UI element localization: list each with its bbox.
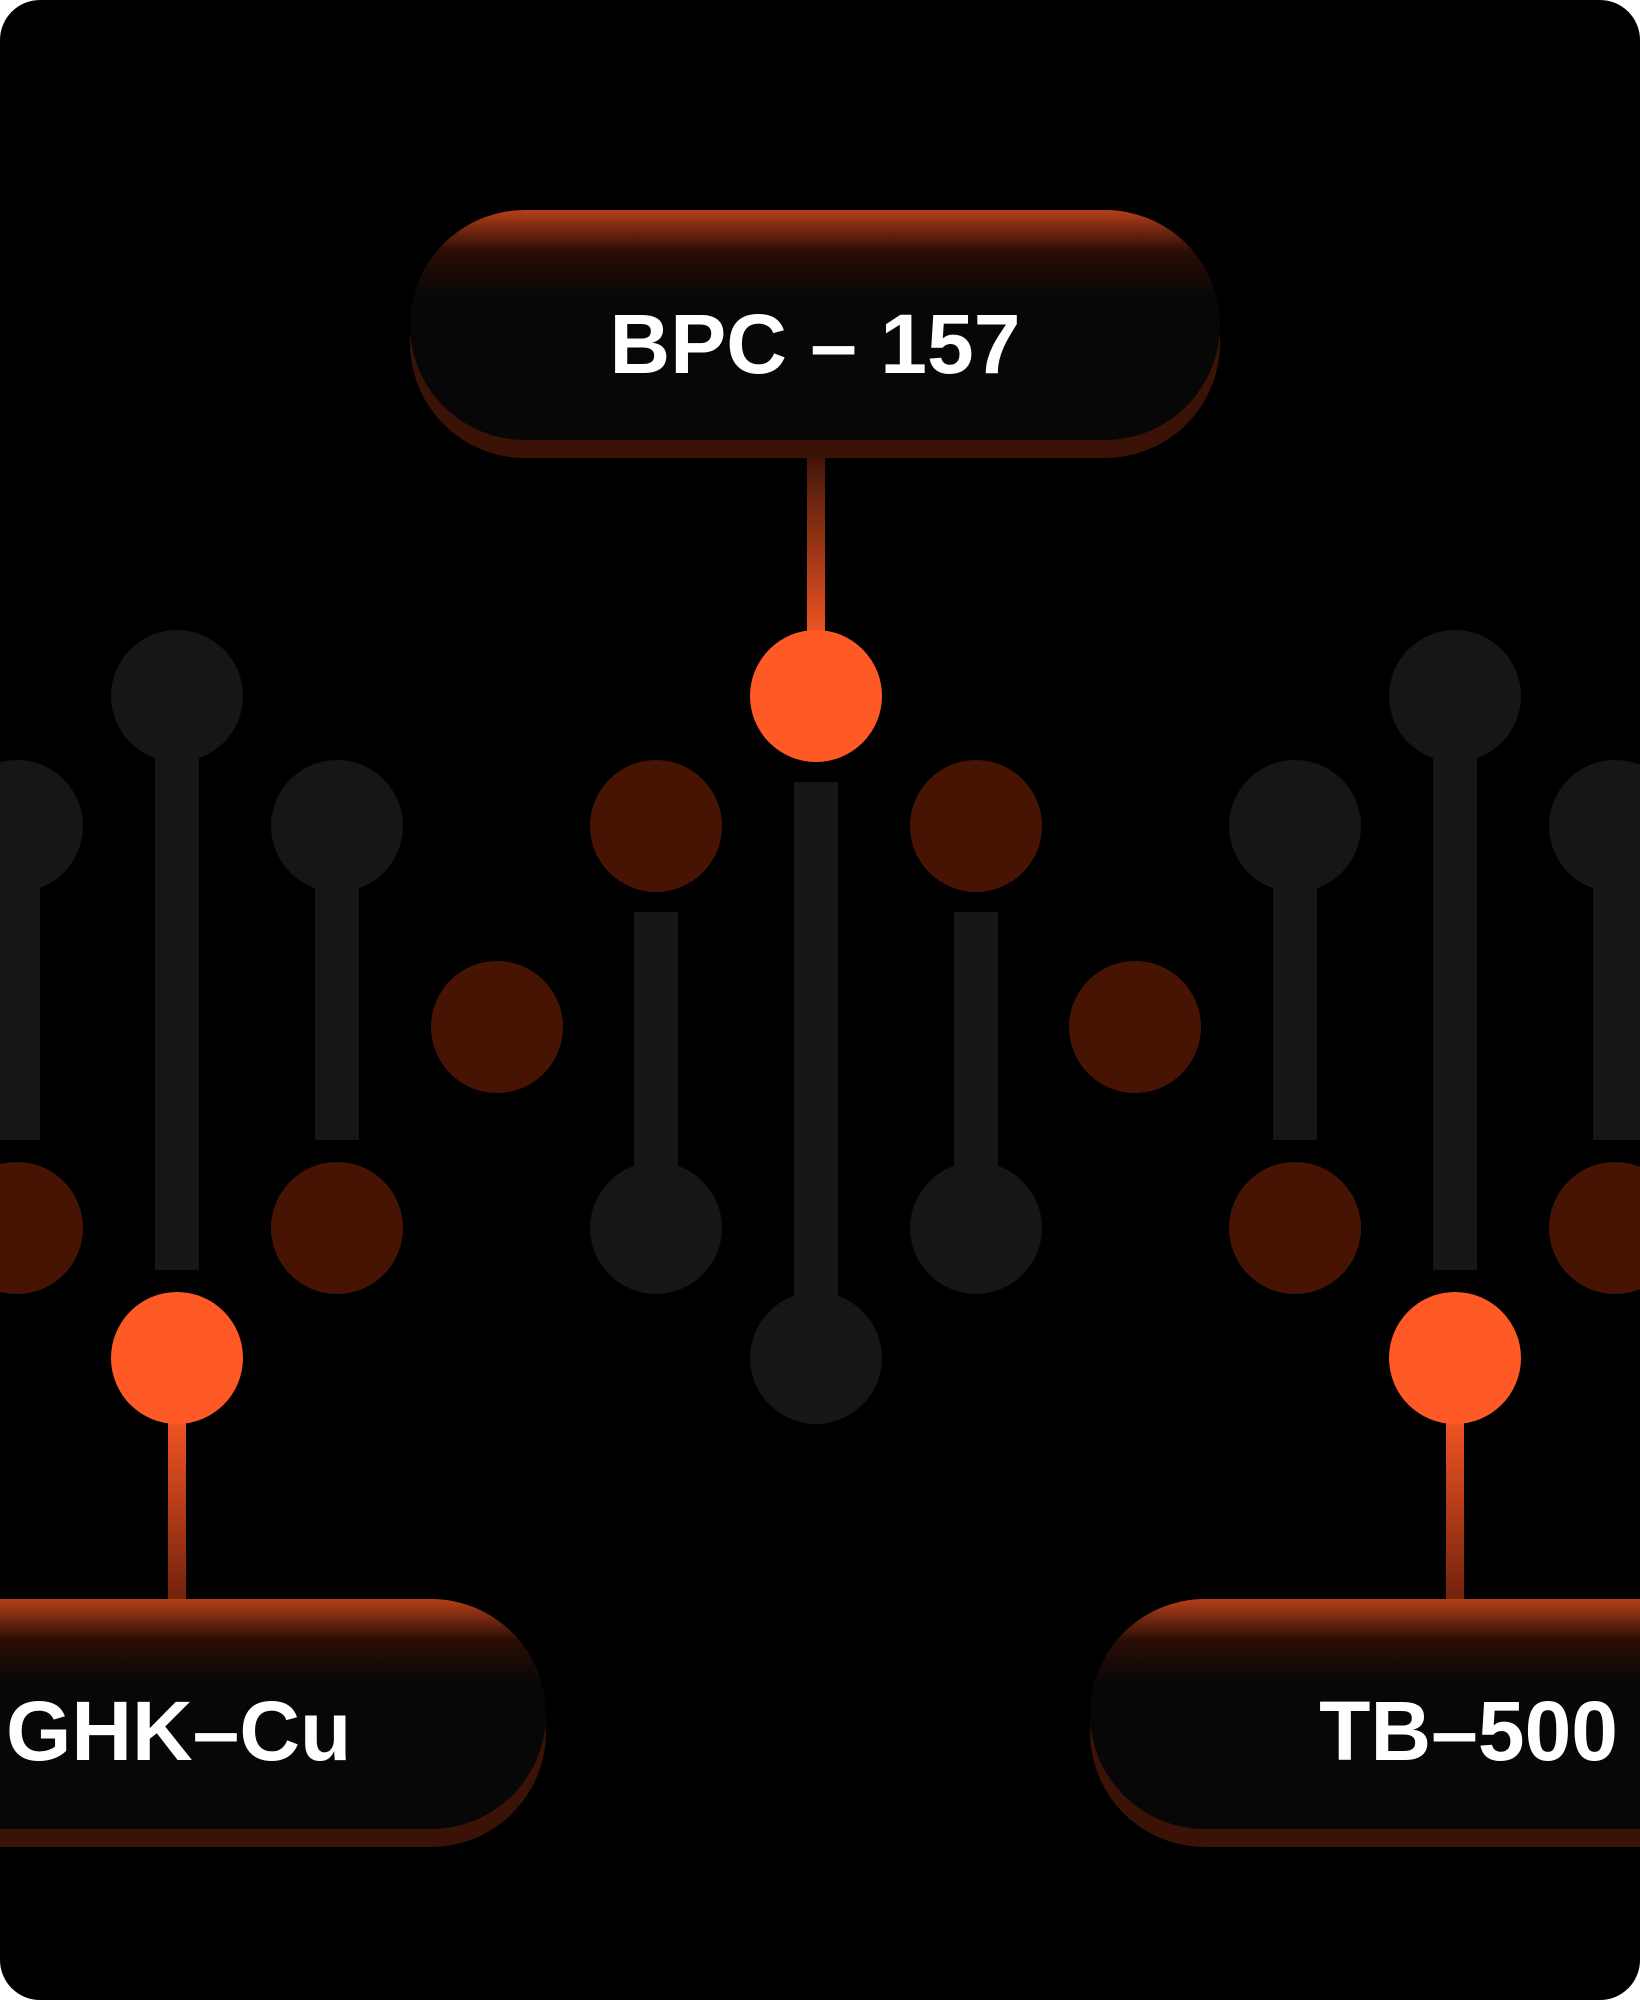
pill-body (410, 210, 1220, 440)
pill-body (0, 1599, 546, 1829)
node (750, 1292, 882, 1424)
connector-bottom-right (1446, 1400, 1464, 1610)
node (111, 630, 243, 762)
node (1069, 961, 1201, 1093)
dark-accent-nodes (0, 760, 1640, 1294)
node (0, 1162, 83, 1294)
node (0, 760, 83, 892)
label-pill-bottom-left: GHK–Cu (0, 1599, 546, 1847)
node (1549, 760, 1640, 892)
node (271, 1162, 403, 1294)
stem (1273, 860, 1317, 1140)
stem (0, 860, 40, 1140)
stem (315, 860, 359, 1140)
node (1389, 630, 1521, 762)
accent-nodes (111, 630, 1521, 1424)
node (910, 760, 1042, 892)
stem (1593, 860, 1640, 1140)
highlight-node-right (1389, 1292, 1521, 1424)
label-ghk-cu: GHK–Cu (6, 1684, 351, 1778)
label-bpc-157: BPC – 157 (610, 297, 1021, 391)
stem (794, 782, 838, 1332)
node (1229, 760, 1361, 892)
connector-top (807, 450, 825, 650)
node (431, 961, 563, 1093)
stems (0, 720, 1640, 1332)
node (590, 760, 722, 892)
stem (634, 912, 678, 1192)
label-tb-500: TB–500 (1319, 1684, 1618, 1778)
label-pill-bottom-right: TB–500 (1090, 1599, 1640, 1847)
stem (1433, 720, 1477, 1270)
label-pill-top: BPC – 157 (410, 210, 1220, 458)
highlight-node-left (111, 1292, 243, 1424)
connectors (168, 450, 1464, 1610)
node (590, 1162, 722, 1294)
highlight-node-top (750, 630, 882, 762)
stem (155, 720, 199, 1270)
node (1229, 1162, 1361, 1294)
neutral-nodes (0, 630, 1640, 1424)
node (910, 1162, 1042, 1294)
node (1549, 1162, 1640, 1294)
connector-bottom-left (168, 1400, 186, 1610)
pill-body (1090, 1599, 1640, 1829)
stem (954, 912, 998, 1192)
node (271, 760, 403, 892)
